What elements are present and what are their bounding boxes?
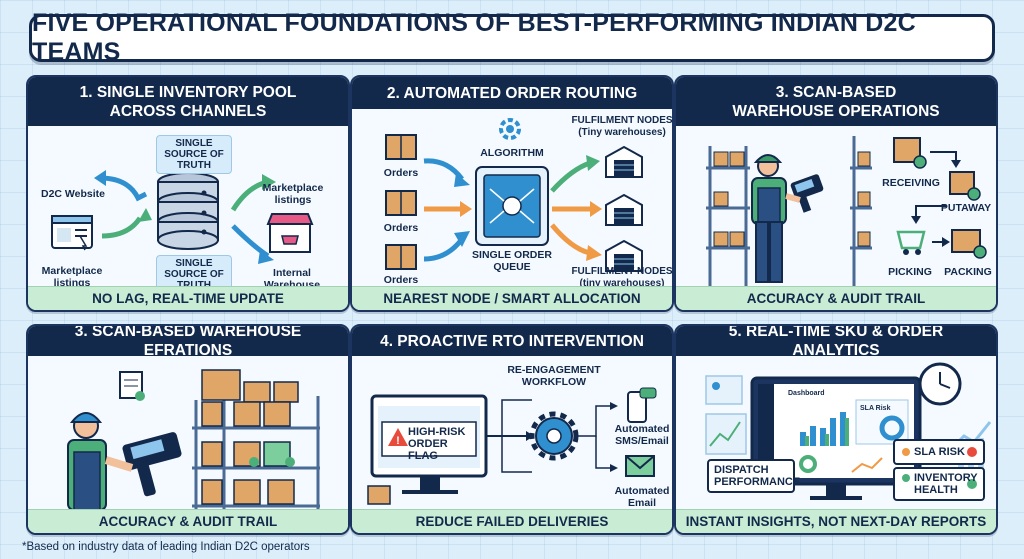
warehouse-worker-illustration	[706, 136, 987, 286]
panel-title: 3. SCAN-BASED WAREHOUSE EFRATIONS	[28, 326, 348, 359]
panel-footer: NO LAG, REAL-TIME UPDATE	[28, 286, 348, 310]
panel-scan-operations: 3. SCAN-BASED WAREHOUSE OPERATIONS	[674, 75, 998, 312]
marketplace-right-label: Marketplace listings	[262, 182, 324, 206]
orders-label-2: Orders	[383, 222, 419, 234]
panel-title: 1. SINGLE INVENTORY POOL ACROSS CHANNELS	[28, 77, 348, 126]
dashboard-illustration	[705, 362, 992, 501]
inventory-health-label: INVENTORY HEALTH	[914, 472, 978, 496]
panel-body: RECEIVING PUTAWAY PICKING PACKING	[676, 126, 996, 286]
sla-risk-label: SLA RISK	[914, 446, 965, 458]
panel-order-routing: 2. AUTOMATED ORDER ROUTING	[350, 75, 674, 312]
orders-label-3: Orders	[383, 274, 419, 286]
panel-analytics: 5. REAL-TIME SKU & ORDER ANALYTICS	[674, 324, 998, 535]
algorithm-label: ALGORITHM	[480, 147, 544, 159]
panel-body	[28, 356, 348, 513]
panel-title: 4. PROACTIVE RTO INTERVENTION	[352, 326, 672, 356]
fulfilment-nodes-top-label: FULFILMENT NODES (Tiny warehouses)	[571, 115, 673, 138]
warehouse-scanner-illustration	[67, 369, 320, 513]
picking-label: PICKING	[888, 266, 932, 278]
source-of-truth-top: SINGLE SOURCE OF TRUTH	[156, 135, 232, 174]
fulfilment-nodes-bottom-label: FULFILMENT NODES (tiny warehouses)	[571, 266, 673, 289]
d2c-website-label: D2C Website	[41, 188, 105, 200]
panel-footer: NEAREST NODE / SMART ALLOCATION	[352, 286, 672, 310]
re-engagement-workflow-label: RE-ENGAGEMENT WORKFLOW	[507, 364, 601, 388]
panel-scan-operations-repeat: 3. SCAN-BASED WAREHOUSE EFRATIONS	[26, 324, 350, 535]
receiving-label: RECEIVING	[882, 177, 940, 189]
panel-rto-intervention: 4. PROACTIVE RTO INTERVENTION !	[350, 324, 674, 535]
panel-footer: ACCURACY & AUDIT TRAIL	[28, 509, 348, 533]
svg-text:!: !	[396, 435, 400, 447]
automated-sms-email-label: Automated SMS/Email	[614, 423, 670, 447]
putaway-label: PUTAWAY	[940, 202, 992, 214]
panel-body: ! RE-ENGAGEMENT WORKFLOW H	[352, 356, 672, 509]
rto-workflow-diagram: !	[367, 387, 657, 505]
panel-footer: INSTANT INSIGHTS, NOT NEXT-DAY REPORTS	[676, 509, 996, 533]
panel-single-inventory: 1. SINGLE INVENTORY POOL ACROSS CHANNELS	[26, 75, 350, 312]
footnote: *Based on industry data of leading India…	[22, 541, 310, 553]
dispatch-performance-label: DISPATCH PERFORMANCE	[714, 464, 801, 488]
routing-diagram	[385, 118, 643, 272]
panel-body: Dashboard SLA Risk DISPATCH PERFORMANCE …	[676, 356, 996, 509]
page-title: FIVE OPERATIONAL FOUNDATIONS OF BEST-PER…	[29, 9, 995, 66]
panel-title: 3. SCAN-BASED WAREHOUSE OPERATIONS	[676, 77, 996, 126]
dashboard-label: Dashboard	[788, 390, 825, 397]
sla-risk-small-label: SLA Risk	[860, 405, 891, 412]
panel-body: SINGLE SOURCE OF TRUTH SINGLE SOURCE OF …	[28, 126, 348, 310]
orders-label-1: Orders	[383, 167, 419, 179]
panel-title: 2. AUTOMATED ORDER ROUTING	[352, 77, 672, 109]
order-box-icon	[385, 134, 417, 270]
panel-footer: REDUCE FAILED DELIVERIES	[352, 509, 672, 533]
panel-footer: ACCURACY & AUDIT TRAIL	[676, 286, 996, 310]
packing-label: PACKING	[944, 266, 992, 278]
high-risk-order-flag-label: HIGH-RISK ORDER FLAG	[408, 426, 466, 462]
panel-title: 5. REAL-TIME SKU & ORDER ANALYTICS	[676, 326, 996, 359]
panel-body: ALGORITHM Orders Orders Orders SINGLE OR…	[352, 109, 673, 289]
automated-email-label: Automated Email	[614, 485, 670, 509]
single-order-queue-label: SINGLE ORDER QUEUE	[472, 249, 552, 273]
